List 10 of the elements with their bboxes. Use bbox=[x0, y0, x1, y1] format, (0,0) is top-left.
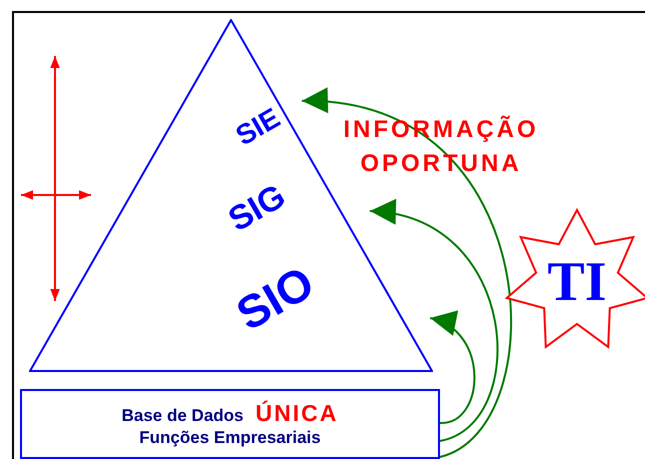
curved-arrow bbox=[370, 202, 498, 442]
level-label: SIO bbox=[226, 254, 324, 342]
database-box bbox=[20, 389, 440, 459]
level-label: SIE bbox=[229, 100, 286, 154]
star-label: TI bbox=[547, 254, 607, 310]
curved-arrow bbox=[302, 90, 512, 458]
box-text: Base de Dados bbox=[122, 407, 244, 424]
emphasis-text: ÚNICA bbox=[256, 402, 338, 425]
level-label: SIG bbox=[221, 176, 293, 242]
box-text: Funções Empresariais bbox=[139, 429, 321, 446]
